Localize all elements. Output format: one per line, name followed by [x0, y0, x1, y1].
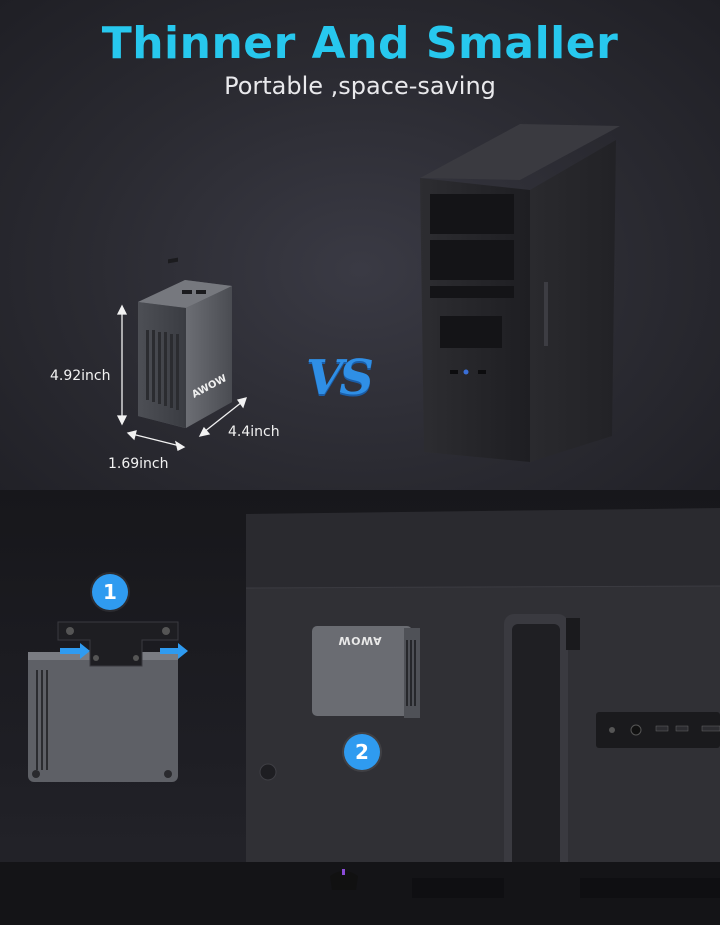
subheadline: Portable ,space-saving — [224, 72, 496, 100]
step-1-badge: 1 — [92, 574, 128, 610]
length-dimension-label: 4.4inch — [228, 424, 280, 440]
mini-pc-illustration: AWOW — [116, 124, 620, 462]
monitor-stand — [504, 614, 580, 925]
step-2-badge: 2 — [344, 734, 380, 770]
mini-pc — [138, 257, 232, 428]
versus-label: VS — [306, 350, 374, 406]
bracket-mini-pc — [28, 621, 188, 782]
mounted-mini-pc — [312, 626, 420, 718]
mounted-pc-brand: AWOW — [338, 634, 382, 647]
tower-pc — [420, 124, 620, 462]
mounting-illustration — [0, 508, 720, 925]
desk — [0, 862, 720, 925]
mounting-panel: AWOW 1 2 — [0, 490, 720, 925]
height-dimension-label: 4.92inch — [50, 368, 111, 384]
headline: Thinner And Smaller — [101, 18, 619, 69]
dimension-lines — [116, 304, 247, 451]
width-dimension-label: 1.69inch — [108, 456, 169, 472]
size-comparison-panel: Thinner And Smaller Portable ,space-savi… — [0, 0, 720, 490]
